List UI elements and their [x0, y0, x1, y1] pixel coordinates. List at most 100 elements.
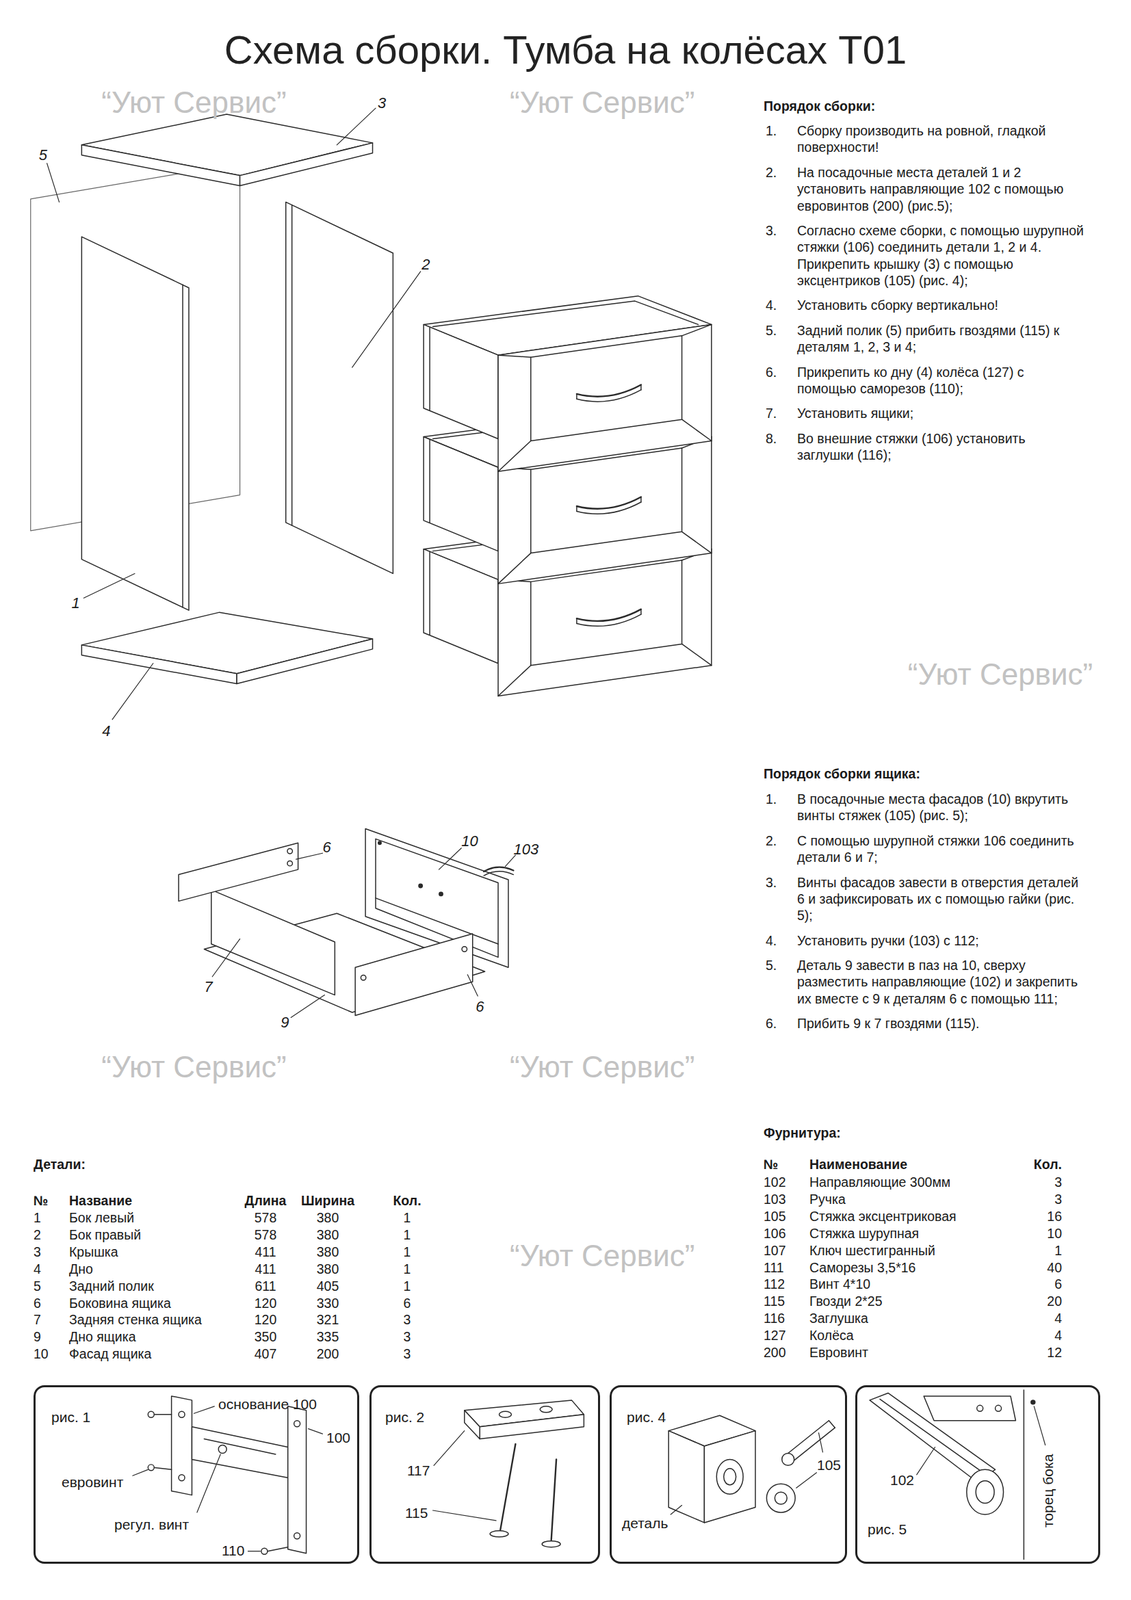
step-number: 5. [765, 957, 777, 974]
figure-label: регул. винт [114, 1516, 189, 1534]
table-cell: 350 [254, 1328, 278, 1346]
table-cell: 200 [316, 1345, 340, 1363]
hinge-sketch [147, 1464, 154, 1472]
hinge-sketch [218, 1445, 227, 1454]
step-number: 5. [765, 322, 777, 339]
table-header: Ширина [301, 1192, 355, 1209]
watermark: “Уют Сервис” [509, 83, 695, 122]
table-cell: Задняя стенка ящика [69, 1311, 202, 1329]
table-title: Фурнитура: [763, 1124, 841, 1142]
bottom-panel [81, 612, 373, 674]
drawer-exploded-view [375, 898, 499, 945]
table-cell: Саморезы 3,5*16 [809, 1259, 916, 1277]
leader-line [916, 1447, 936, 1476]
page-title: Схема сборки. Тумба на колёсах Т01 [0, 27, 1131, 74]
figure-label: основание 100 [218, 1395, 317, 1413]
leader-line [248, 1551, 261, 1552]
table-cell: 1 [403, 1243, 412, 1261]
bracket-sketch [464, 1400, 585, 1548]
hinge-sketch [288, 1406, 307, 1554]
step-text: Установить ящики; [797, 405, 1085, 422]
table-cell: 4 [1054, 1310, 1062, 1327]
leader-line [308, 1429, 323, 1435]
leader-line [670, 1505, 682, 1515]
leader-line [433, 1510, 497, 1521]
step-number: 3. [765, 874, 777, 891]
table-cell: 4 [1054, 1327, 1062, 1344]
table-cell: 380 [316, 1209, 340, 1227]
figure-label: 105 [816, 1456, 841, 1474]
table-cell: 2 [33, 1226, 42, 1244]
table-header: Название [69, 1192, 133, 1209]
side-panel [81, 201, 393, 611]
rail-sketch [1031, 1400, 1036, 1405]
drawer-exploded-view [211, 890, 336, 996]
table-cell: Направляющие 300мм [809, 1174, 951, 1191]
table-cell: 578 [254, 1209, 278, 1227]
bracket-sketch [539, 1406, 553, 1413]
step-text: Во внешние стяжки (106) установить заглу… [797, 430, 1085, 464]
leader-line [433, 1431, 465, 1467]
bracket-sketch [464, 1410, 480, 1440]
eccentric-sketch [704, 1431, 756, 1524]
figure-panel: рис. 2117115 [369, 1385, 601, 1565]
step-number: 1. [765, 790, 777, 808]
leader-line [336, 108, 376, 146]
hinge-sketch [171, 1396, 193, 1496]
table-cell: 380 [316, 1261, 340, 1278]
bottom-panel [81, 645, 237, 685]
table-cell: 6 [1054, 1276, 1062, 1293]
side-panel [286, 201, 394, 574]
figure-label: 100 [326, 1429, 351, 1447]
drawer-exploded-view [360, 975, 366, 981]
leader-line [439, 848, 462, 870]
rail-sketch [975, 1481, 995, 1504]
leader-line [212, 848, 516, 1019]
step-text: Согласно схеме сборки, с помощью шурупно… [797, 222, 1085, 290]
callout-number: 10 [461, 832, 478, 852]
eccentric-sketch [782, 1453, 795, 1466]
hinge-sketch [153, 1414, 172, 1415]
figure-panel: рис. 4105деталь [609, 1385, 848, 1565]
table-cell: 411 [254, 1261, 276, 1278]
step-number: 6. [765, 1015, 777, 1032]
table-cell: 3 [1054, 1174, 1062, 1191]
figure-label: рис. 5 [867, 1521, 907, 1539]
table-cell: 102 [763, 1174, 787, 1191]
eccentric-sketch [668, 1415, 835, 1524]
table-cell: 115 [763, 1293, 785, 1310]
step-text: Установить ручки (103) с 112; [797, 932, 1085, 949]
leader-line [670, 1433, 823, 1515]
figure-label: 102 [890, 1471, 915, 1489]
table-cell: 380 [316, 1226, 340, 1244]
table-cell: Бок правый [69, 1226, 141, 1244]
step-text: Деталь 9 завести в паз на 10, сверху раз… [797, 957, 1085, 1008]
step-number: 1. [765, 122, 777, 139]
table-cell: 9 [33, 1328, 42, 1346]
table-cell: 405 [316, 1278, 340, 1295]
bracket-sketch [499, 1411, 512, 1418]
table-title: Детали: [33, 1156, 86, 1173]
figure-label: рис. 1 [51, 1408, 91, 1426]
table-cell: 20 [1046, 1293, 1062, 1310]
step-text: В посадочные места фасадов (10) вкрутить… [797, 790, 1085, 825]
eccentric-sketch [828, 1421, 835, 1428]
rail-sketch [966, 1469, 1004, 1515]
rail-sketch [923, 1396, 1016, 1422]
table-cell: 105 [763, 1208, 787, 1225]
figure-label: рис. 2 [385, 1408, 425, 1426]
step-number: 2. [765, 832, 777, 850]
table-cell: 321 [316, 1311, 340, 1329]
hinge-sketch [153, 1467, 172, 1470]
leader-line [132, 1469, 148, 1476]
table-cell: 6 [33, 1295, 42, 1312]
table-cell: 1 [33, 1209, 42, 1227]
drawer [423, 296, 712, 473]
step-number: 4. [765, 932, 777, 949]
table-cell: Боковина ящика [69, 1295, 172, 1312]
drawer-exploded-view [378, 841, 382, 845]
step-text: С помощью шурупной стяжки 106 соединить … [797, 832, 1085, 867]
bracket-sketch [500, 1444, 516, 1532]
table-cell: Задний полик [69, 1278, 154, 1295]
drawer-exploded-view [375, 838, 499, 958]
